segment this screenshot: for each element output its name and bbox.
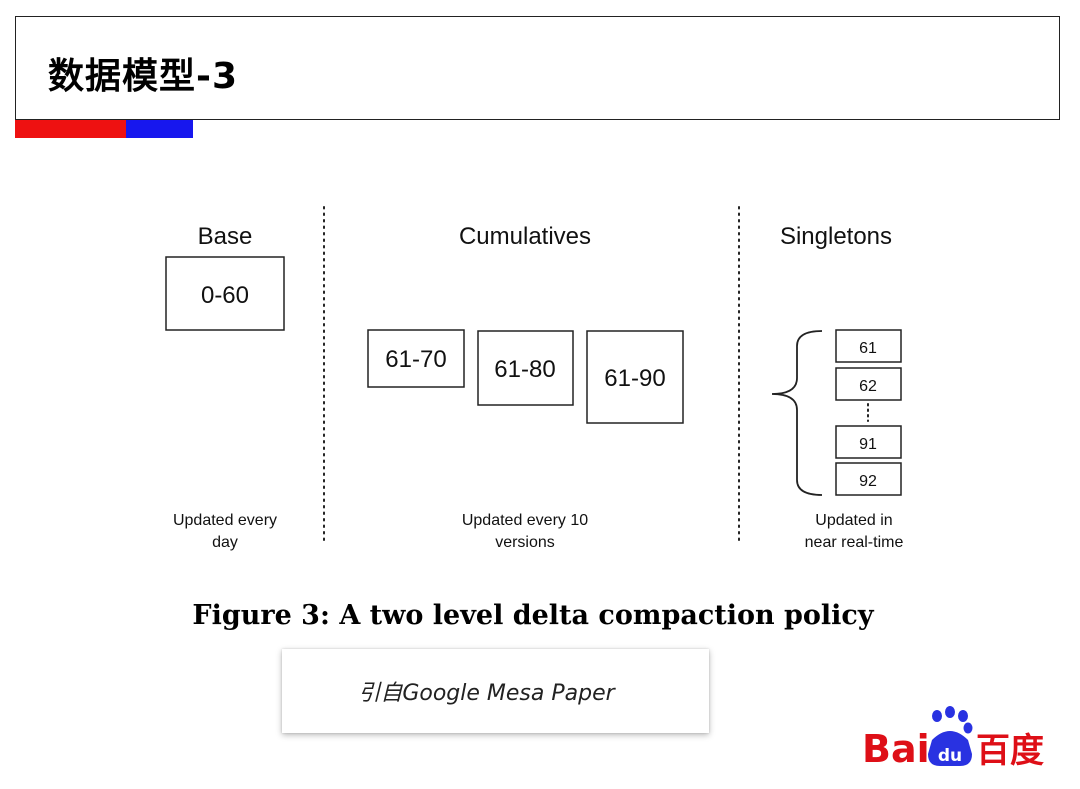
accent-bar-red <box>15 120 126 138</box>
delta-compaction-diagram: Base Cumulatives Singletons 0-60 61-70 6… <box>165 206 904 551</box>
note-base-line1: Updated every <box>173 512 277 529</box>
note-cumulatives-line2: versions <box>495 534 555 551</box>
singleton-brace <box>771 330 823 496</box>
note-singletons-line1: Updated in <box>815 512 892 529</box>
cumulative-box-2-label: 61-80 <box>494 356 555 383</box>
cumulative-box-3-label: 61-90 <box>604 365 665 392</box>
note-base-line2: day <box>212 534 238 551</box>
baidu-logo: Bai du 百度 <box>862 706 1044 771</box>
page-title: 数据模型-3 <box>48 56 238 97</box>
baidu-paw-icon: du <box>928 706 973 766</box>
logo-paw-text: du <box>938 746 962 766</box>
heading-cumulatives: Cumulatives <box>459 223 591 250</box>
title-box: 数据模型-3 <box>15 16 1060 120</box>
singleton-box-4 <box>835 462 902 496</box>
cumulative-box-1-label: 61-70 <box>385 346 446 373</box>
singleton-box-4-label: 92 <box>859 473 877 490</box>
cumulative-box-1 <box>367 329 465 388</box>
logo-text-bai: Bai <box>862 727 930 771</box>
singleton-box-1 <box>835 329 902 363</box>
logo-text-baidu: 百度 <box>976 731 1044 771</box>
accent-bar-blue <box>126 120 193 138</box>
note-singletons-line2: near real-time <box>805 534 904 551</box>
base-box <box>165 256 285 331</box>
base-box-label: 0-60 <box>201 282 249 309</box>
singleton-box-1-label: 61 <box>859 340 877 357</box>
heading-singletons: Singletons <box>780 223 892 250</box>
citation-box: 引自Google Mesa Paper <box>282 649 709 733</box>
figure-caption: Figure 3: A two level delta compaction p… <box>192 600 874 631</box>
singleton-box-2-label: 62 <box>859 378 877 395</box>
citation-text: 引自Google Mesa Paper <box>358 681 615 706</box>
heading-base: Base <box>198 223 253 250</box>
singleton-box-3-label: 91 <box>859 436 877 453</box>
cumulative-box-2 <box>477 330 574 406</box>
singleton-box-2 <box>835 367 902 401</box>
singleton-box-3 <box>835 425 902 459</box>
note-cumulatives-line1: Updated every 10 <box>462 512 588 529</box>
cumulative-box-3 <box>586 330 684 424</box>
